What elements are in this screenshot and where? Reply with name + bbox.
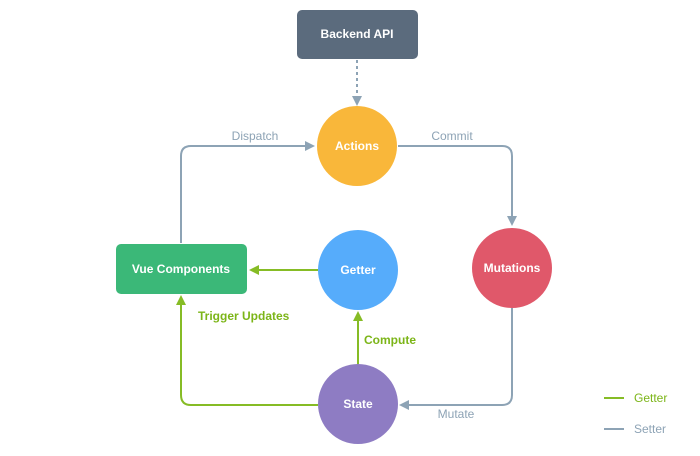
node-actions [317, 106, 397, 186]
node-actions-label: Actions [335, 139, 379, 153]
edge-label-mutate: Mutate [438, 407, 475, 421]
node-backend-api [297, 10, 418, 59]
edge-label-compute: Compute [364, 333, 416, 347]
node-getter [318, 230, 398, 310]
node-mutations-label: Mutations [484, 261, 541, 275]
node-state-label: State [343, 397, 373, 411]
edge-commit [398, 145, 517, 226]
node-vue-components-label: Vue Components [132, 262, 231, 276]
edge-trigger-updates [176, 295, 318, 406]
node-backend-api-label: Backend API [321, 27, 394, 41]
legend-getter-label: Getter [634, 391, 667, 405]
node-vue-components [116, 244, 247, 294]
edge-label-trigger-updates: Trigger Updates [198, 309, 290, 323]
edge-mutate [399, 308, 513, 410]
node-getter-label: Getter [340, 263, 376, 277]
legend-setter-label: Setter [634, 422, 666, 436]
edge-dispatch [180, 141, 315, 243]
edge-label-dispatch: Dispatch [232, 129, 279, 143]
edge-label-commit: Commit [431, 129, 473, 143]
node-state [318, 364, 398, 444]
legend: Getter Setter [604, 391, 667, 436]
node-mutations [472, 228, 552, 308]
